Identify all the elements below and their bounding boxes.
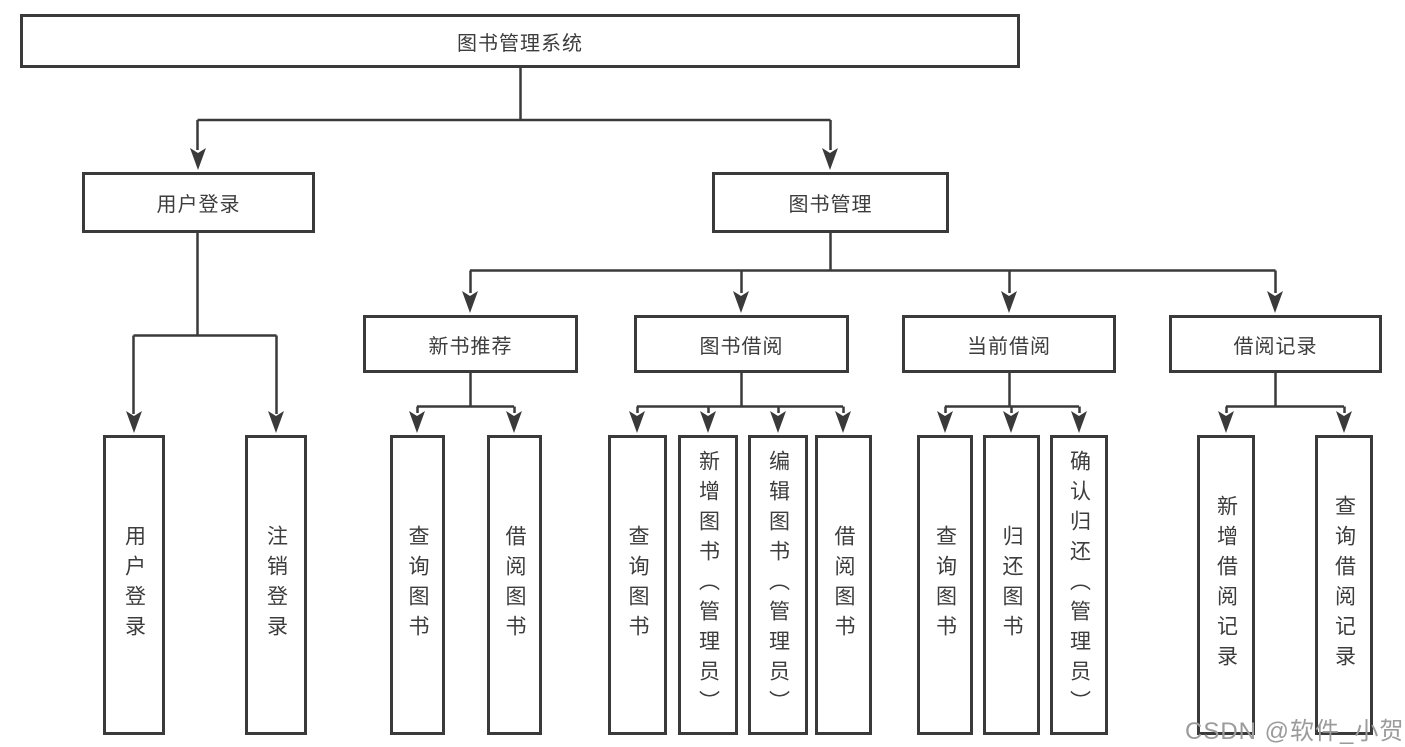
arrowhead (822, 148, 838, 170)
leaf-bb-edit-books-admin: 编辑图书（管理员） (748, 435, 808, 735)
arrowhead (409, 411, 425, 433)
arrowhead (1336, 411, 1352, 433)
node-borrow-records: 借阅记录 (1169, 315, 1382, 373)
arrowhead (506, 411, 522, 433)
leaf-br-add-record: 新增借阅记录 (1197, 435, 1255, 735)
node-user-login: 用户登录 (82, 172, 315, 233)
node-root: 图书管理系统 (20, 14, 1020, 68)
leaf-cb-query-books: 查询图书 (917, 435, 973, 735)
arrowhead (937, 411, 953, 433)
leaf-logout: 注销登录 (245, 435, 307, 735)
arrowhead (462, 291, 478, 313)
leaf-bb-add-books-admin: 新增图书（管理员） (678, 435, 738, 735)
leaf-user-login: 用户登录 (103, 435, 165, 735)
node-book-borrow: 图书借阅 (634, 315, 849, 373)
arrowhead (190, 148, 206, 170)
arrowhead (1071, 411, 1087, 433)
node-book-management: 图书管理 (712, 172, 949, 233)
leaf-rec-borrow-books: 借阅图书 (487, 435, 542, 735)
arrowhead (1001, 291, 1017, 313)
node-new-book-recommend: 新书推荐 (363, 315, 578, 373)
watermark: CSDN @软件_小贺同学 (1185, 718, 1405, 745)
arrowhead (733, 291, 749, 313)
arrowhead (1003, 411, 1019, 433)
arrowhead (700, 411, 716, 433)
leaf-cb-confirm-return-admin: 确认归还（管理员） (1050, 435, 1108, 735)
arrowhead (1267, 291, 1283, 313)
leaf-rec-query-books: 查询图书 (390, 435, 445, 735)
arrowhead (770, 411, 786, 433)
leaf-bb-borrow-books: 借阅图书 (815, 435, 872, 735)
leaf-cb-return-books: 归还图书 (983, 435, 1040, 735)
arrowhead (835, 411, 851, 433)
arrowhead (126, 411, 142, 433)
leaf-bb-query-books: 查询图书 (608, 435, 667, 735)
arrowhead (629, 411, 645, 433)
node-current-borrow: 当前借阅 (902, 315, 1116, 373)
leaf-br-query-record: 查询借阅记录 (1315, 435, 1373, 735)
arrowhead (268, 411, 284, 433)
arrowhead (1218, 411, 1234, 433)
